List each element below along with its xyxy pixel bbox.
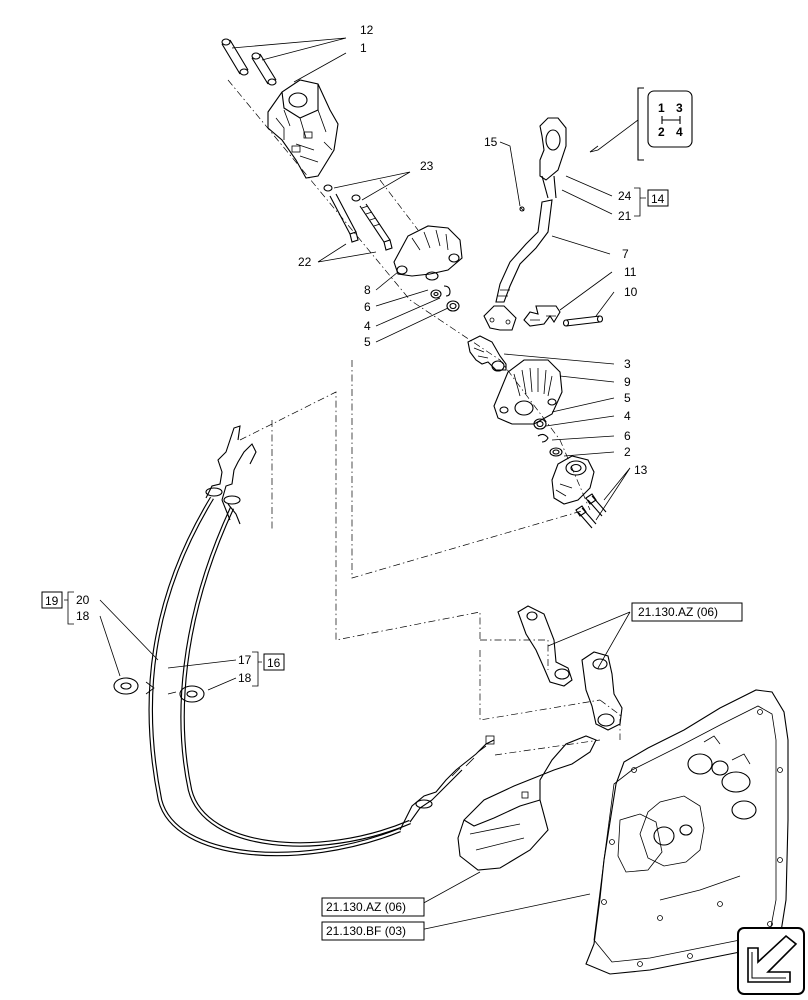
callout-12: 12 <box>360 23 374 37</box>
screw-15 <box>519 206 525 212</box>
lower-bracket-8 <box>393 225 463 281</box>
grommet-18-left <box>113 677 139 695</box>
callout-10: 10 <box>624 285 638 299</box>
reference-box-bottom-2[interactable]: 21.130.BF (03) <box>321 921 425 941</box>
reference-link-bottom-2[interactable]: 21.130.BF (03) <box>326 924 406 938</box>
callout-5-upper: 5 <box>364 335 371 349</box>
callout-11: 11 <box>624 265 637 279</box>
bolts-13 <box>575 493 607 529</box>
shift-pattern-inset: 1 3 2 4 <box>589 87 693 161</box>
callout-4-lower: 4 <box>624 409 631 423</box>
pin-10 <box>562 315 604 327</box>
reference-box-bottom-1[interactable]: 21.130.AZ (06) <box>321 897 425 917</box>
callout-14: 14 <box>651 192 665 206</box>
support-bracket-right <box>581 651 623 731</box>
callout-13: 13 <box>634 463 648 477</box>
callout-box-16: 16 <box>263 653 285 671</box>
washers-23 <box>323 184 361 202</box>
reference-link-top[interactable]: 21.130.AZ (06) <box>638 605 718 619</box>
grommet-18-right <box>179 685 205 703</box>
transmission-housing <box>585 689 789 975</box>
callout-3: 3 <box>624 357 631 371</box>
callout-labels: 12 1 23 22 8 6 4 5 15 24 21 7 11 10 3 9 … <box>76 23 648 685</box>
group-bracket-16 <box>252 651 262 687</box>
gate-plate-9 <box>493 359 563 425</box>
callout-16: 16 <box>267 656 281 670</box>
callout-19: 19 <box>45 594 59 608</box>
callout-17: 17 <box>238 653 252 667</box>
callout-18-left: 18 <box>76 609 90 623</box>
callout-5-lower: 5 <box>624 391 631 405</box>
callout-24: 24 <box>618 189 632 203</box>
callout-18-right: 18 <box>238 671 252 685</box>
callout-1: 1 <box>360 41 367 55</box>
spring-clip-11 <box>523 305 561 327</box>
shift-pattern-gear-3: 3 <box>676 101 683 115</box>
shift-shaft-3 <box>467 335 507 372</box>
callout-21: 21 <box>618 209 632 223</box>
cable-support-plate <box>457 735 597 871</box>
washers-upper-456 <box>430 285 460 312</box>
callout-box-14: 14 <box>647 189 669 207</box>
leader-lines <box>99 37 631 931</box>
upper-bracket-1 <box>267 79 339 179</box>
callout-box-19: 19 <box>41 591 63 609</box>
shift-pattern-gear-1: 1 <box>658 101 665 115</box>
callout-7: 7 <box>622 247 629 261</box>
washers-lower-456 <box>533 418 563 457</box>
support-bracket-left <box>517 605 573 687</box>
reference-link-bottom-1[interactable]: 21.130.AZ (06) <box>326 900 406 914</box>
gear-lever-7 <box>483 117 567 331</box>
reference-box-top[interactable]: 21.130.AZ (06) <box>631 602 743 622</box>
callout-22: 22 <box>298 255 312 269</box>
callout-6-lower: 6 <box>624 429 631 443</box>
callout-20: 20 <box>76 593 90 607</box>
grommet-bracket <box>145 681 177 695</box>
callout-6-upper: 6 <box>364 300 371 314</box>
callout-2: 2 <box>624 445 631 459</box>
pins-12 <box>221 38 277 86</box>
callout-4-upper: 4 <box>364 319 371 333</box>
group-bracket-19 <box>64 591 74 625</box>
shift-pattern-gear-2: 2 <box>658 125 665 139</box>
shift-cables <box>148 425 495 857</box>
callout-15: 15 <box>484 135 498 149</box>
group-bracket-14 <box>634 187 646 217</box>
callout-23: 23 <box>420 159 434 173</box>
callout-8: 8 <box>364 283 371 297</box>
shift-pattern-gear-4: 4 <box>676 125 683 139</box>
lower-bracket-2 <box>551 455 595 505</box>
bolts-22 <box>329 193 393 251</box>
assembly-centerlines <box>227 79 621 756</box>
callout-9: 9 <box>624 375 631 389</box>
arrow-icon[interactable] <box>737 927 805 995</box>
